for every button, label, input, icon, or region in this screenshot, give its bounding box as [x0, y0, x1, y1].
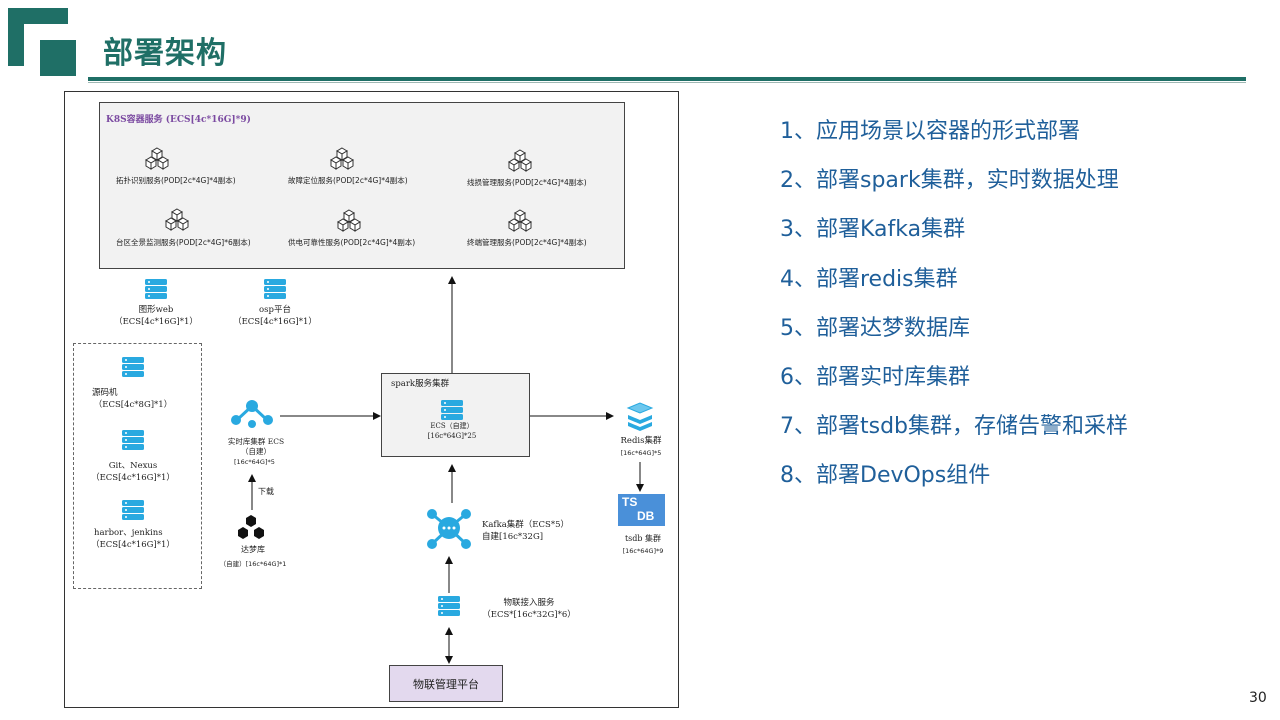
tsdb-node: tsdb 集群 [16c*64G]*9: [612, 533, 674, 557]
header-rule-thin: [88, 82, 1246, 83]
download-edge-label: 下载: [258, 487, 274, 496]
pod-icon-5: [338, 210, 360, 231]
point-2: 2、部署spark集群，实时数据处理: [780, 168, 1119, 194]
dameng-icon: [238, 515, 264, 539]
page-title: 部署架构: [103, 36, 227, 71]
devops-source-name: 源码机: [92, 388, 118, 398]
point-7: 7、部署tsdb集群，存储告警和采样: [780, 414, 1129, 440]
point-5: 5、部署达梦数据库: [780, 315, 970, 341]
server-icon-harbor: [122, 500, 144, 520]
page-number: 30: [1249, 690, 1267, 706]
dameng-node: 达梦库 （自建）[16c*64G]*1: [208, 543, 298, 571]
point-6: 6、部署实时库集群: [780, 364, 970, 390]
k8s-service-1: 拓扑识别服务(POD[2c*4G]*4副本): [116, 176, 236, 185]
iot-access-spec: （ECS*[16c*32G]*6）: [482, 610, 576, 620]
header-rule: [88, 77, 1246, 81]
pod-icon-2: [331, 148, 353, 169]
kafka-spec: 自建[16c*32G]: [482, 532, 544, 542]
k8s-service-3: 线损管理服务(POD[2c*4G]*4副本): [467, 178, 587, 187]
k8s-service-6: 终端管理服务(POD[2c*4G]*4副本): [467, 238, 587, 247]
devops-git-spec: （ECS[4c*16G]*1）: [91, 473, 175, 483]
k8s-container-box: [99, 102, 625, 269]
redis-icon: [626, 402, 654, 431]
spark-title: spark服务集群: [391, 379, 450, 389]
server-icon-iot: [438, 596, 460, 616]
k8s-service-4: 台区全景监测服务(POD[2c*4G]*6副本): [116, 238, 251, 247]
point-3: 3、部署Kafka集群: [780, 217, 966, 243]
server-icon-osp: [264, 279, 286, 299]
devops-source-spec: （ECS[4c*8G]*1）: [93, 400, 173, 410]
k8s-service-5: 供电可靠性服务(POD[2c*4G]*4副本): [288, 238, 416, 247]
kafka-icon: [427, 509, 471, 549]
devops-node-harbor: harbor、jenkins （ECS[4c*16G]*1）: [78, 527, 188, 551]
tsdb-logo: [618, 494, 665, 526]
spark-node: ECS（自建） [16c*64G]*25: [412, 421, 492, 441]
dameng-spec: （自建）[16c*64G]*1: [219, 560, 287, 568]
server-icon-git: [122, 430, 144, 450]
devops-group-box: [73, 343, 202, 589]
redis-spec: [16c*64G]*5: [620, 449, 662, 457]
pod-icon-3: [509, 150, 531, 171]
logo-bar-left: [8, 8, 24, 66]
devops-node-git: Git、Nexus （ECS[4c*16G]*1）: [78, 460, 188, 484]
osp-spec: （ECS[4c*16G]*1）: [233, 317, 317, 327]
tsdb-logo-top: TS: [622, 495, 638, 509]
web-name: 图形web: [138, 305, 174, 315]
point-4: 4、部署redis集群: [780, 266, 958, 292]
tsdb-logo-bottom: DB: [637, 509, 655, 523]
redis-name: Redis集群: [620, 436, 662, 446]
pod-icon-6: [509, 210, 531, 231]
tsdb-spec: [16c*64G]*9: [622, 547, 664, 555]
devops-harbor-spec: （ECS[4c*16G]*1）: [91, 540, 175, 550]
iot-access-node: 物联接入服务 （ECS*[16c*32G]*6）: [474, 597, 584, 621]
iot-platform-box: 物联管理平台: [389, 665, 503, 702]
osp-name: osp平台: [259, 305, 291, 315]
server-icon-spark: [441, 400, 463, 420]
points-list: 1、应用场景以容器的形式部署 2、部署spark集群，实时数据处理 3、部署Ka…: [780, 114, 1128, 508]
realtime-mode: （自建）: [241, 447, 271, 456]
k8s-title: K8S容器服务 (ECS[4c*16G]*9): [106, 115, 251, 125]
point-8: 8、部署DevOps组件: [780, 463, 991, 489]
kafka-name: Kafka集群（ECS*5）: [482, 520, 569, 530]
kafka-node: Kafka集群（ECS*5） 自建[16c*32G]: [482, 519, 569, 543]
point-1: 1、应用场景以容器的形式部署: [780, 119, 1080, 144]
logo-square: [40, 40, 76, 76]
spark-mode: ECS（自建）: [430, 422, 474, 430]
pod-icon-4: [166, 209, 188, 230]
k8s-service-2: 故障定位服务(POD[2c*4G]*4副本): [288, 176, 408, 185]
web-spec: （ECS[4c*16G]*1）: [114, 317, 198, 327]
tsdb-name: tsdb 集群: [624, 534, 662, 543]
realtime-spec: [16c*64G]*5: [234, 458, 275, 466]
realtime-name: 实时库集群 ECS: [227, 437, 285, 446]
web-node: 图形web （ECS[4c*16G]*1）: [106, 304, 206, 328]
server-icon-source: [122, 357, 144, 377]
network-icon-realtime: [231, 400, 273, 428]
pod-icon-1: [146, 148, 168, 169]
osp-node: osp平台 （ECS[4c*16G]*1）: [225, 304, 325, 328]
devops-git-name: Git、Nexus: [108, 461, 158, 471]
iot-access-name: 物联接入服务: [503, 598, 555, 608]
diagram-frame: [64, 91, 679, 708]
dameng-name: 达梦库: [241, 545, 265, 554]
spark-spec: [16c*64G]*25: [427, 432, 477, 440]
redis-node: Redis集群 [16c*64G]*5: [606, 435, 676, 459]
realtime-node: 实时库集群 ECS （自建） [16c*64G]*5: [210, 437, 302, 467]
server-icon-web: [145, 279, 167, 299]
devops-node-source: 源码机 （ECS[4c*8G]*1）: [78, 387, 188, 411]
devops-harbor-name: harbor、jenkins: [94, 528, 163, 538]
